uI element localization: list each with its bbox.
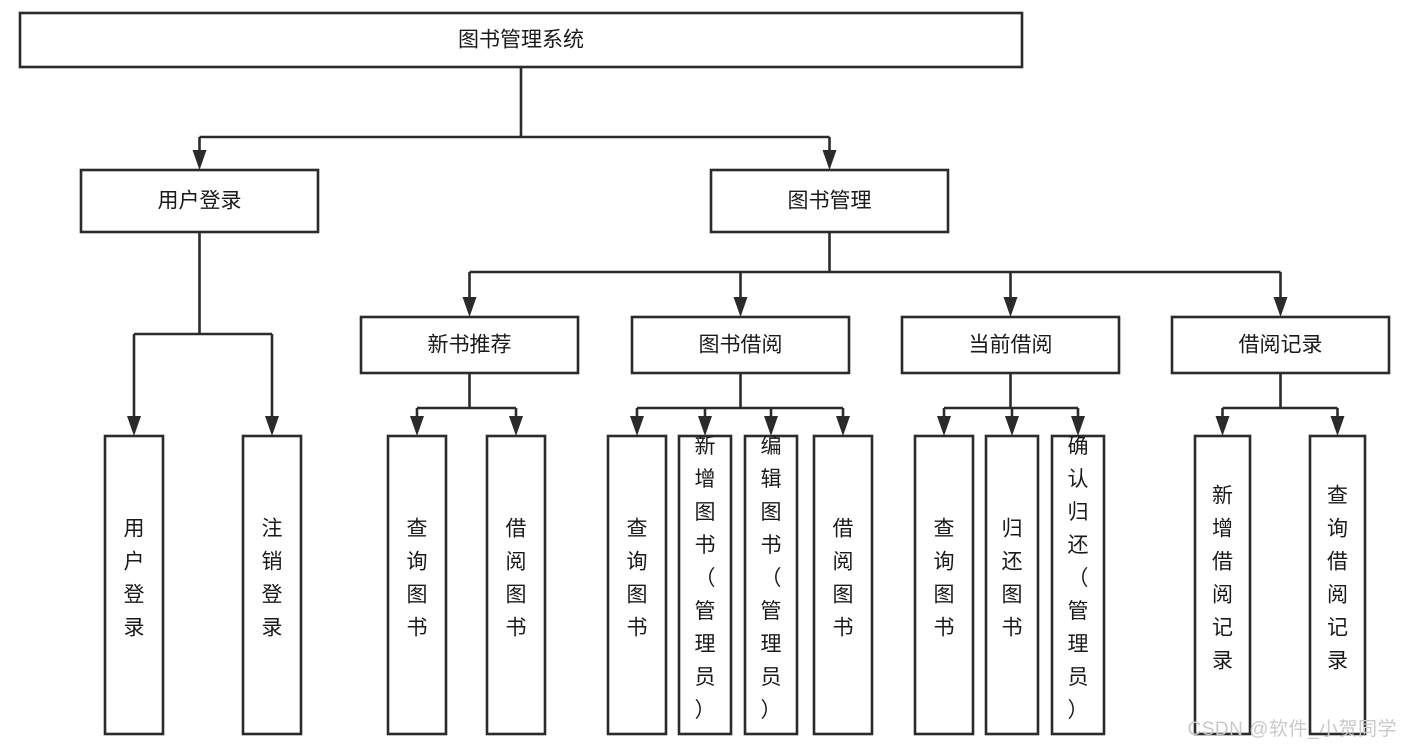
node-box — [630, 315, 851, 375]
node-label: 查询图书 — [627, 518, 648, 640]
node-box — [812, 434, 874, 736]
watermark-text: CSDN @软件_小贺同学 — [1187, 719, 1397, 740]
arrow-head-icon — [764, 416, 778, 436]
node-label: 图书管理 — [788, 190, 872, 213]
arrow-head-icon — [410, 416, 424, 436]
node-leaf-user-login[interactable]: 用户登录 — [103, 434, 165, 736]
node-box — [1308, 434, 1367, 736]
node-label: 当前借阅 — [969, 334, 1053, 357]
node-label: 编辑图书（管理员） — [761, 435, 782, 722]
node-label: 借阅图书 — [833, 518, 854, 640]
node-label: 查询图书 — [407, 518, 428, 640]
node-box — [485, 434, 547, 736]
node-leaf-confirm-return[interactable]: 确认归还（管理员） — [1050, 434, 1106, 736]
connectors-layer — [127, 67, 1345, 436]
node-new-book-recommend[interactable]: 新书推荐 — [359, 315, 580, 375]
node-label: 用户登录 — [124, 518, 145, 640]
node-box — [984, 434, 1040, 736]
node-box — [743, 434, 799, 736]
node-box — [1170, 315, 1391, 375]
node-label: 新书推荐 — [428, 334, 512, 357]
node-box — [241, 434, 303, 736]
node-leaf-logout[interactable]: 注销登录 — [241, 434, 303, 736]
arrow-head-icon — [733, 297, 748, 317]
node-user-login[interactable]: 用户登录 — [79, 168, 320, 234]
nodes-layer: 图书管理系统用户登录图书管理新书推荐图书借阅当前借阅借阅记录用户登录注销登录查询… — [18, 11, 1391, 736]
node-leaf-query-book-current[interactable]: 查询图书 — [913, 434, 975, 736]
node-label: 借阅记录 — [1239, 334, 1323, 357]
arrow-head-icon — [1215, 416, 1230, 436]
arrow-head-icon — [937, 416, 951, 436]
arrow-head-icon — [630, 416, 644, 436]
node-label: 图书管理系统 — [458, 29, 584, 52]
node-box — [1050, 434, 1106, 736]
node-box — [677, 434, 733, 736]
arrow-head-icon — [836, 416, 850, 436]
node-leaf-add-borrow-record[interactable]: 新增借阅记录 — [1193, 434, 1252, 736]
node-leaf-query-book-recommend[interactable]: 查询图书 — [386, 434, 448, 736]
arrow-head-icon — [265, 416, 279, 436]
node-label: 查询图书 — [934, 518, 955, 640]
arrow-head-icon — [127, 416, 141, 436]
node-leaf-add-book[interactable]: 新增图书（管理员） — [677, 434, 733, 736]
node-label: 新增借阅记录 — [1212, 485, 1233, 673]
node-box — [1193, 434, 1252, 736]
node-root-root[interactable]: 图书管理系统 — [18, 11, 1024, 69]
node-label: 确认归还（管理员） — [1068, 435, 1089, 722]
node-leaf-borrow-book[interactable]: 借阅图书 — [812, 434, 874, 736]
arrow-head-icon — [1005, 416, 1019, 436]
node-label: 查询借阅记录 — [1327, 485, 1348, 673]
arrow-head-icon — [822, 150, 837, 170]
node-box — [79, 168, 320, 234]
node-box — [103, 434, 165, 736]
node-book-manage[interactable]: 图书管理 — [709, 168, 950, 234]
node-leaf-edit-book[interactable]: 编辑图书（管理员） — [743, 434, 799, 736]
node-borrow-record[interactable]: 借阅记录 — [1170, 315, 1391, 375]
arrow-head-icon — [1330, 416, 1345, 436]
node-label: 图书借阅 — [699, 334, 783, 357]
node-box — [359, 315, 580, 375]
node-leaf-return-book[interactable]: 归还图书 — [984, 434, 1040, 736]
node-current-borrow[interactable]: 当前借阅 — [900, 315, 1121, 375]
arrow-head-icon — [192, 150, 207, 170]
arrow-head-icon — [462, 297, 477, 317]
node-label: 新增图书（管理员） — [695, 435, 716, 722]
node-box — [709, 168, 950, 234]
arrow-head-icon — [698, 416, 712, 436]
node-label: 归还图书 — [1002, 518, 1023, 640]
node-box — [900, 315, 1121, 375]
node-label: 借阅图书 — [506, 518, 527, 640]
arrow-head-icon — [1003, 297, 1018, 317]
node-box — [913, 434, 975, 736]
arrow-head-icon — [1273, 297, 1288, 317]
node-leaf-query-borrow-record[interactable]: 查询借阅记录 — [1308, 434, 1367, 736]
node-label: 注销登录 — [262, 518, 283, 640]
arrow-head-icon — [1071, 416, 1085, 436]
node-box — [18, 11, 1024, 69]
node-leaf-borrow-book-recommend[interactable]: 借阅图书 — [485, 434, 547, 736]
node-book-borrow[interactable]: 图书借阅 — [630, 315, 851, 375]
node-label: 用户登录 — [158, 190, 242, 213]
node-box — [386, 434, 448, 736]
node-box — [606, 434, 668, 736]
node-leaf-query-book-borrow[interactable]: 查询图书 — [606, 434, 668, 736]
arrow-head-icon — [509, 416, 523, 436]
